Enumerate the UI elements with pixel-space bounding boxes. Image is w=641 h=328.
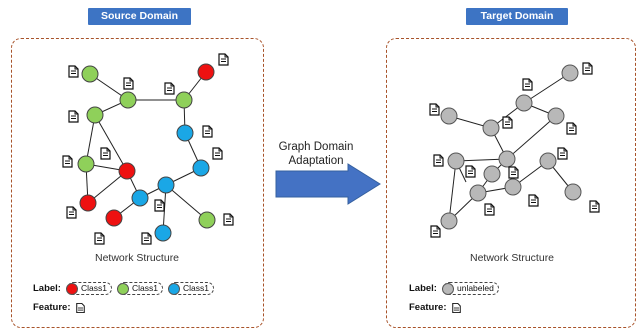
target-node (469, 184, 487, 202)
document-icon (484, 203, 495, 216)
document-icon (557, 147, 568, 160)
document-icon (566, 122, 577, 135)
legend-label-key: Label: (33, 283, 61, 294)
document-icon (508, 166, 519, 179)
source-node (197, 63, 215, 81)
figure: Source Domain Target Domain (11, 8, 636, 328)
document-icon (68, 65, 79, 78)
target-node (547, 107, 565, 125)
source-node (77, 155, 95, 173)
document-icon (465, 165, 476, 178)
target-label-legend: Label: unlabeled (409, 282, 505, 295)
document-icon (76, 302, 86, 313)
target-feature-icons (429, 62, 600, 238)
document-icon (202, 125, 213, 138)
document-icon (212, 147, 223, 160)
document-icon (164, 82, 175, 95)
legend-label-key: Label: (409, 283, 437, 294)
legend-class-blue: Class1 (167, 282, 214, 295)
document-icon (218, 53, 229, 66)
source-network-label: Network Structure (95, 252, 180, 264)
source-label-legend: Label: Class1 Class1 Class1 (33, 282, 220, 295)
source-node (154, 224, 172, 242)
source-node (176, 124, 194, 142)
target-node (539, 152, 557, 170)
legend-feature-key: Feature: (409, 302, 447, 313)
target-node (515, 94, 533, 112)
source-nodes (77, 63, 216, 242)
document-icon (141, 232, 152, 245)
document-icon (430, 225, 441, 238)
target-node (498, 150, 516, 168)
target-node (504, 178, 522, 196)
red-dot-icon (65, 282, 78, 295)
target-node (482, 119, 500, 137)
document-icon (582, 62, 593, 75)
source-node (105, 209, 123, 227)
arrow-label-line2: Adaptation (288, 155, 344, 167)
document-icon (502, 116, 513, 129)
source-node (118, 162, 136, 180)
source-node (81, 65, 99, 83)
blue-dot-icon (167, 282, 180, 295)
target-network-label: Network Structure (470, 252, 555, 264)
source-node (157, 176, 175, 194)
arrow-label: Graph Domain Adaptation (258, 140, 374, 168)
document-icon (66, 206, 77, 219)
source-node (131, 189, 149, 207)
document-icon (589, 200, 600, 213)
target-node (483, 165, 501, 183)
target-domain-title: Target Domain (466, 8, 568, 25)
legend-feature-key: Feature: (33, 302, 71, 313)
source-node (119, 91, 137, 109)
document-icon (522, 78, 533, 91)
legend-class-red: Class1 (65, 282, 112, 295)
target-node (440, 212, 458, 230)
target-feature-legend: Feature: (409, 302, 462, 313)
source-node (86, 106, 104, 124)
green-dot-icon (116, 282, 129, 295)
legend-unlabeled: unlabeled (441, 282, 499, 295)
document-icon (68, 110, 79, 123)
document-icon (429, 103, 440, 116)
arrow-label-line1: Graph Domain (278, 141, 354, 153)
document-icon (123, 77, 134, 90)
gray-dot-icon (441, 282, 454, 295)
target-nodes (440, 64, 582, 230)
document-icon (94, 232, 105, 245)
target-node (447, 152, 465, 170)
source-domain-title: Source Domain (88, 8, 191, 25)
document-icon (433, 154, 444, 167)
source-node (79, 194, 97, 212)
document-icon (62, 155, 73, 168)
source-node (192, 159, 210, 177)
target-node (564, 183, 582, 201)
document-icon (452, 302, 462, 313)
adaptation-arrow (275, 163, 381, 205)
target-node (440, 107, 458, 125)
target-node (561, 64, 579, 82)
target-edges (448, 72, 574, 222)
source-feature-legend: Feature: (33, 302, 86, 313)
document-icon (223, 213, 234, 226)
graph-canvas (62, 53, 600, 245)
legend-class-green: Class1 (116, 282, 163, 295)
source-node (175, 91, 193, 109)
document-icon (100, 147, 111, 160)
document-icon (154, 199, 165, 212)
document-icon (528, 194, 539, 207)
source-node (198, 211, 216, 229)
